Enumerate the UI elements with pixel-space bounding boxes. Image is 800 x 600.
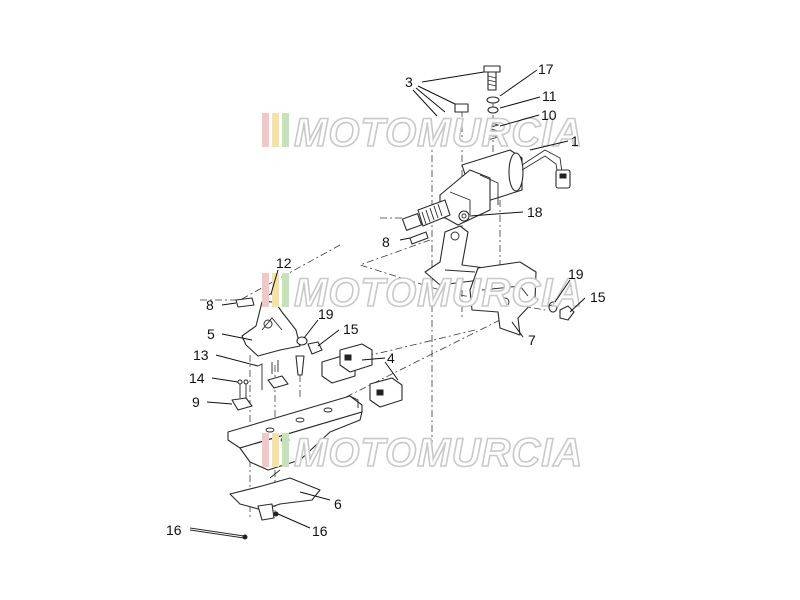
callout-8-lower: 8: [206, 297, 214, 313]
watermark-middle: MOTOMURCIA: [262, 270, 583, 316]
callout-10: 10: [541, 107, 557, 123]
washer-bolt-right: [547, 301, 575, 321]
callout-17: 17: [538, 61, 554, 77]
rubber-blocks-4: [321, 343, 403, 408]
callout-19-right: 19: [568, 266, 584, 282]
watermark-text-bottom: MOTOMURCIA: [294, 431, 583, 475]
callout-6: 6: [334, 496, 342, 512]
watermark-bottom: MOTOMURCIA: [262, 430, 583, 476]
callout-15-right: 15: [590, 289, 606, 305]
callout-16-right: 16: [312, 523, 328, 539]
callout-8-upper: 8: [382, 234, 390, 250]
callout-labels: 3 17 11 10 1 18 8 19 15 7 12 8 5 19 15 4…: [166, 61, 606, 539]
callout-11: 11: [542, 88, 557, 104]
callout-16-left: 16: [166, 522, 182, 538]
nut-18: [458, 210, 470, 222]
base-plate: [227, 395, 363, 471]
washer-bolt-center: [295, 336, 323, 376]
pin-8-upper: [409, 231, 429, 245]
watermark-text-middle: MOTOMURCIA: [294, 271, 583, 315]
rod-16: [189, 511, 279, 540]
watermark-top: MOTOMURCIA: [262, 110, 583, 156]
callout-3: 3: [405, 74, 413, 90]
callout-13: 13: [193, 347, 209, 363]
top-bolt-assembly: [454, 65, 501, 141]
motor-actuator: [401, 149, 571, 231]
small-fasteners: [231, 360, 289, 411]
lower-bracket-6: [229, 469, 321, 521]
callout-7: 7: [528, 332, 536, 348]
callout-14: 14: [189, 370, 205, 386]
callout-1: 1: [571, 133, 579, 149]
callout-leaders: [206, 69, 586, 529]
callout-18: 18: [527, 204, 543, 220]
bracket-7: [469, 261, 537, 336]
watermark-text-top: MOTOMURCIA: [294, 111, 583, 155]
callout-12: 12: [276, 255, 292, 271]
callout-4: 4: [387, 350, 395, 366]
callout-15-center: 15: [343, 321, 359, 337]
callout-5: 5: [207, 326, 215, 342]
callout-9: 9: [192, 394, 200, 410]
callout-19-center: 19: [318, 306, 334, 322]
